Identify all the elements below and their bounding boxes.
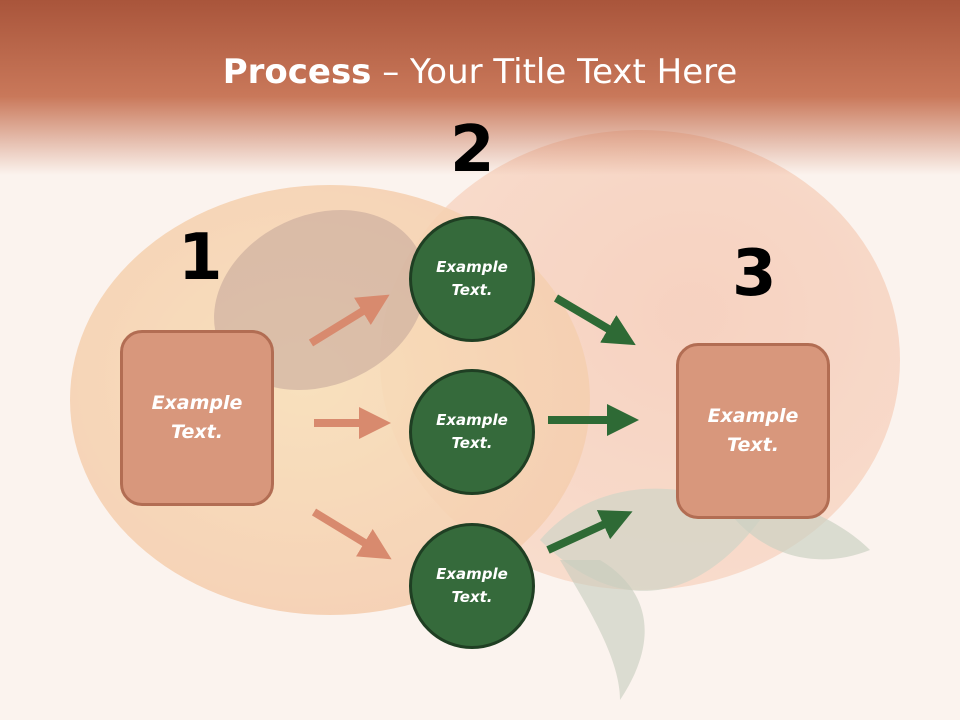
step-number-1: 1: [178, 221, 223, 295]
step-number-2: 2: [450, 113, 495, 187]
circle-middle-text: Example Text.: [436, 411, 508, 452]
step-3-box-text: Example Text.: [707, 405, 799, 456]
step-2-circle-top: Example Text.: [409, 216, 535, 342]
step-3-box: Example Text.: [676, 343, 830, 519]
page-title: Process – Your Title Text Here: [0, 52, 960, 92]
title-bold: Process: [222, 52, 372, 92]
step-number-3: 3: [732, 237, 777, 311]
circle-top-text: Example Text.: [436, 258, 508, 299]
step-2-circle-middle: Example Text.: [409, 369, 535, 495]
step-1-box: Example Text.: [120, 330, 274, 506]
step-2-circle-bottom: Example Text.: [409, 523, 535, 649]
step-1-box-text: Example Text.: [151, 392, 243, 443]
circle-bottom-text: Example Text.: [436, 565, 508, 606]
title-rest: – Your Title Text Here: [371, 52, 738, 92]
